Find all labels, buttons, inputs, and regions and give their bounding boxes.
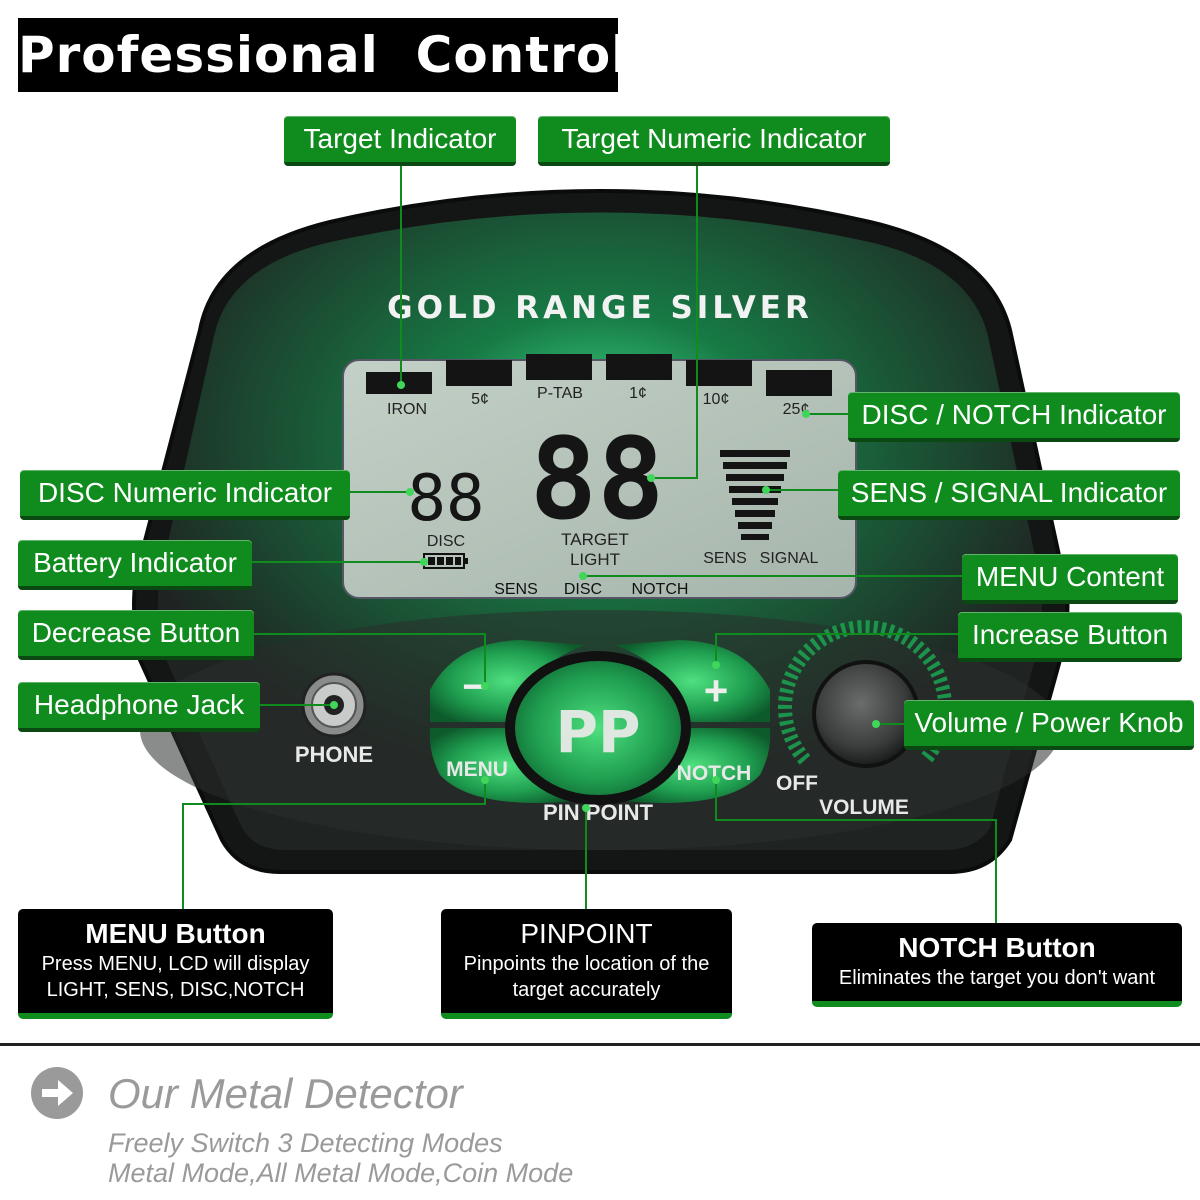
disc-numeric-display: 88: [407, 462, 484, 536]
leader-dots: [330, 381, 880, 812]
segment-label-1c: 1¢: [629, 385, 647, 402]
callout-disc-notch-indicator: DISC / NOTCH Indicator: [848, 392, 1180, 442]
volume-knob[interactable]: [812, 660, 920, 768]
callout-target-numeric-indicator: Target Numeric Indicator: [538, 116, 890, 166]
footer-line-2: Metal Mode,All Metal Mode,Coin Mode: [108, 1158, 574, 1188]
decrease-button[interactable]: [430, 640, 585, 722]
info-menu-heading: MENU Button: [85, 918, 266, 949]
segment-bar-1c: [606, 354, 672, 380]
pinpoint-button[interactable]: [505, 651, 691, 805]
phone-label: PHONE: [295, 742, 373, 767]
callout-sens-signal-indicator: SENS / SIGNAL Indicator: [838, 470, 1180, 520]
menu-button-label: MENU: [446, 758, 508, 781]
plus-symbol: +: [704, 667, 729, 714]
info-menu-body-2: LIGHT, SENS, DISC,NOTCH: [46, 979, 305, 1001]
info-notch-heading: NOTCH Button: [898, 932, 1096, 963]
segment-label-5c: 5¢: [471, 391, 489, 408]
footer-line-1: Freely Switch 3 Detecting Modes: [108, 1128, 503, 1158]
callout-volume-power-knob: Volume / Power Knob: [904, 700, 1194, 750]
sens-signal-bars: [720, 450, 790, 540]
segment-bar-ptab: [526, 354, 592, 380]
info-pinpoint-heading: PINPOINT: [520, 918, 653, 949]
pinpoint-label: PIN POINT: [543, 800, 654, 825]
signal-label: SIGNAL: [760, 550, 819, 567]
info-box-notch: NOTCH Button Eliminates the target you d…: [812, 923, 1182, 1007]
volume-label: VOLUME: [819, 796, 909, 819]
menu-item-notch: NOTCH: [632, 581, 689, 598]
callout-headphone-jack: Headphone Jack: [18, 682, 260, 732]
minus-symbol: −: [462, 665, 485, 709]
disc-label: DISC: [427, 533, 465, 550]
footer-heading: Our Metal Detector: [108, 1070, 463, 1117]
leader-lines: [182, 166, 997, 924]
callout-target-indicator: Target Indicator: [284, 116, 516, 166]
menu-item-sens: SENS: [494, 581, 538, 598]
info-box-menu: MENU Button Press MENU, LCD will display…: [18, 909, 333, 1019]
segment-bar-5c: [446, 360, 512, 386]
info-menu-body-1: Press MENU, LCD will display: [41, 953, 310, 975]
target-numeric-display: 88: [530, 415, 665, 545]
segment-bar-10c: [686, 360, 752, 386]
callout-increase-button: Increase Button: [958, 612, 1182, 662]
brand-label: GOLD RANGE SILVER: [387, 290, 813, 326]
callout-decrease-button: Decrease Button: [18, 610, 254, 660]
menu-item-disc: DISC: [564, 581, 602, 598]
callout-battery-indicator: Battery Indicator: [18, 540, 252, 590]
segment-label-ptab: P-TAB: [537, 385, 583, 402]
callout-disc-numeric-indicator: DISC Numeric Indicator: [20, 470, 350, 520]
info-pinpoint-body-2: target accurately: [512, 979, 661, 1001]
sens-label: SENS: [703, 550, 747, 567]
info-notch-body-1: Eliminates the target you don't want: [838, 967, 1156, 989]
pp-label: PP: [555, 698, 640, 766]
off-label: OFF: [776, 772, 818, 795]
callout-menu-content: MENU Content: [962, 554, 1178, 604]
info-box-pinpoint: PINPOINT Pinpoints the location of the t…: [441, 909, 732, 1019]
footer-divider: [0, 1043, 1200, 1046]
segment-bar-25c: [766, 370, 832, 396]
light-label: LIGHT: [570, 550, 620, 569]
arrow-right-icon: [31, 1067, 83, 1119]
info-pinpoint-body-1: Pinpoints the location of the: [463, 953, 710, 975]
target-label: TARGET: [561, 530, 629, 549]
volume-arc: [778, 620, 952, 765]
segment-label-iron: IRON: [387, 401, 427, 418]
segment-label-10c: 10¢: [703, 391, 730, 408]
increase-button[interactable]: [615, 640, 770, 722]
notch-button-label: NOTCH: [677, 762, 752, 785]
